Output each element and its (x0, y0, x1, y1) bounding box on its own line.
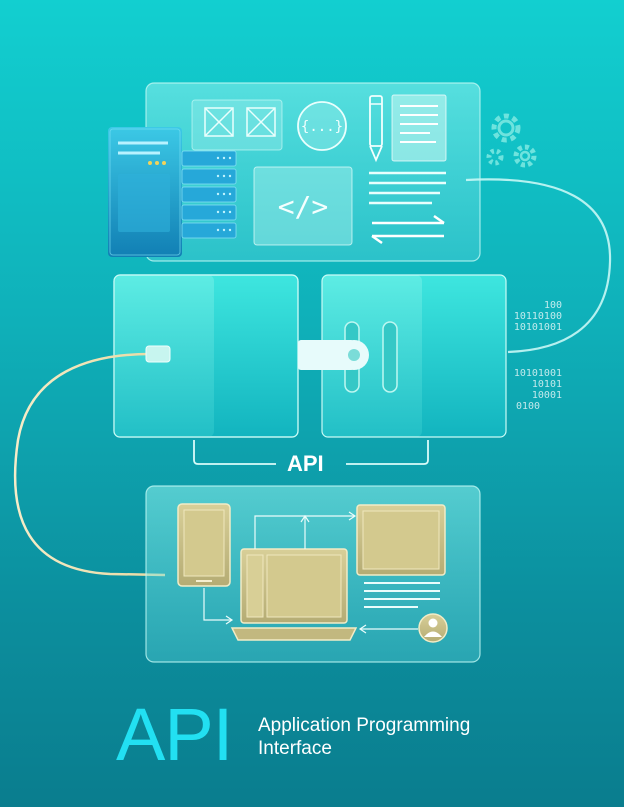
footer-subtitle-line2: Interface (258, 738, 332, 759)
binary-line: 10101001 (513, 368, 562, 379)
binary-line: 100 (543, 300, 562, 311)
device-text-lines (364, 582, 440, 608)
binary-top: 100 10110100 10101001 (500, 300, 562, 333)
binary-line: 10110100 (513, 311, 562, 322)
document-icon (391, 94, 447, 162)
plug-icon (298, 340, 369, 370)
binary-line: 0100 (516, 401, 541, 412)
footer-subtitle: Application Programming Interface (258, 714, 470, 760)
binary-bottom: 10101001 10101 10001 0100 (500, 368, 562, 412)
code-braces-icon: {...} (297, 101, 347, 151)
cable-right (465, 178, 612, 354)
code-tag-icon: </> (253, 166, 353, 246)
right-connector-block (321, 274, 507, 438)
flow-arrows (203, 511, 418, 634)
cable-left (13, 352, 166, 577)
gear-icon (486, 113, 537, 168)
api-center-label: API (287, 451, 324, 476)
cable-left-plug (145, 345, 171, 363)
text-lines (369, 171, 446, 205)
code-tag-label: </> (278, 190, 329, 223)
binary-line: 10101001 (513, 322, 562, 333)
server-icon (108, 127, 237, 257)
laptop-icon (230, 548, 358, 641)
pencil-icon (369, 95, 383, 163)
binary-line: 10001 (531, 390, 562, 401)
api-bracket (193, 440, 429, 465)
footer-subtitle-line1: Application Programming (258, 715, 471, 736)
footer-title: API (116, 693, 233, 776)
user-avatar-icon (418, 613, 448, 643)
left-connector-block (113, 274, 299, 438)
tablet-icon (177, 503, 231, 587)
code-braces-label: {...} (301, 119, 343, 135)
swap-arrows-icon (371, 214, 445, 245)
bottom-device-panel (145, 485, 481, 663)
binary-line: 10101 (531, 379, 562, 390)
monitor-icon (356, 504, 446, 576)
image-placeholder-icon (191, 99, 283, 151)
